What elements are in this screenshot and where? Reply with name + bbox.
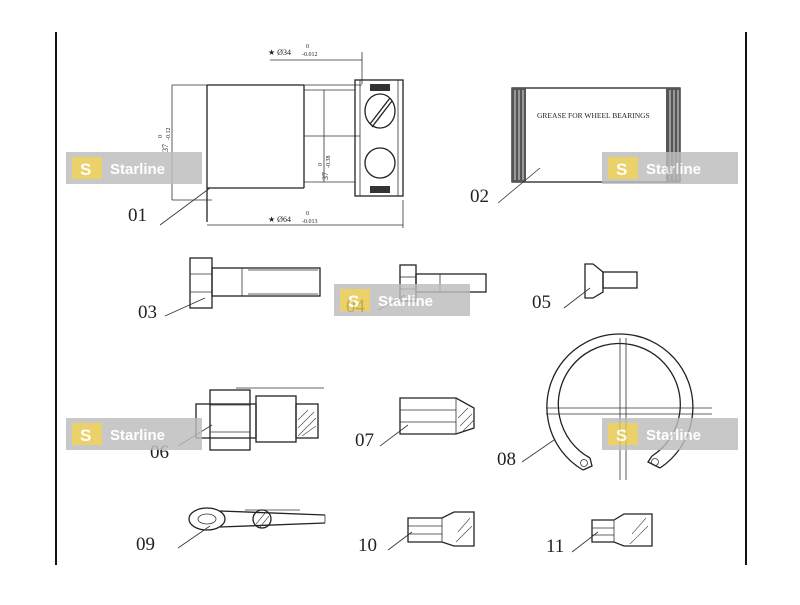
grease-label: GREASE FOR WHEEL BEARINGS <box>537 111 650 120</box>
watermark-text: Starline <box>110 161 165 178</box>
watermark-starline-3: S Starline <box>334 284 470 316</box>
watermark-s-logo: S <box>616 426 627 445</box>
watermark-s-logo: S <box>616 160 627 179</box>
part-05-countersunk-screw: 05 <box>532 263 638 313</box>
dim-inner-tol-top: 0 <box>306 44 309 50</box>
dim-width-left: 37 <box>161 144 170 152</box>
part-11-nut: 11 <box>546 513 653 557</box>
label-01: 01 <box>128 205 147 226</box>
dim-width-right: 37 <box>321 172 330 180</box>
part-07-nut: 07 <box>355 397 475 451</box>
dim-width-left-tol-top: 0 <box>158 135 164 138</box>
dim-width-right-tol-top: 0 <box>318 163 324 166</box>
part-01-wheel-bearing: ★ Ø34 0 -0.012 ★ Ø64 0 -0.013 37 0 -0.12… <box>128 44 404 228</box>
watermark-s-logo: S <box>80 426 91 445</box>
label-11: 11 <box>546 536 564 557</box>
label-02: 02 <box>470 186 489 207</box>
part-08-circlip: 08 <box>497 333 712 480</box>
label-07: 07 <box>355 430 374 451</box>
dim-width-right-tol-bottom: -0.38 <box>326 156 332 169</box>
watermark-text: Starline <box>378 293 433 310</box>
dim-outer-diameter: ★ Ø64 <box>268 215 291 224</box>
label-10: 10 <box>358 535 377 556</box>
dim-inner-tol-bottom: -0.012 <box>302 52 318 58</box>
watermark-text: Starline <box>646 161 701 178</box>
label-05: 05 <box>532 292 551 313</box>
dim-outer-tol-top: 0 <box>306 211 309 217</box>
watermark-starline-1: S Starline <box>66 152 202 184</box>
part-02-grease-pack: GREASE FOR WHEEL BEARINGS 02 <box>470 87 681 207</box>
label-09: 09 <box>136 534 155 555</box>
watermark-s-logo: S <box>348 292 359 311</box>
watermark-text: Starline <box>646 427 701 444</box>
watermark-text: Starline <box>110 427 165 444</box>
dim-inner-diameter: ★ Ø34 <box>268 48 291 57</box>
part-03-bolt: 03 <box>138 257 321 323</box>
watermark-s-logo: S <box>80 160 91 179</box>
label-03: 03 <box>138 302 157 323</box>
part-10-nut: 10 <box>358 511 475 556</box>
label-08: 08 <box>497 449 516 470</box>
watermark-starline-4: S Starline <box>66 418 202 450</box>
part-09-cotter-pin: 09 <box>136 507 326 555</box>
dim-width-left-tol-bottom: -0.12 <box>166 128 172 141</box>
watermark-starline-5: S Starline <box>602 418 738 450</box>
dim-outer-tol-bottom: -0.013 <box>302 219 318 225</box>
watermark-starline-2: S Starline <box>602 152 738 184</box>
